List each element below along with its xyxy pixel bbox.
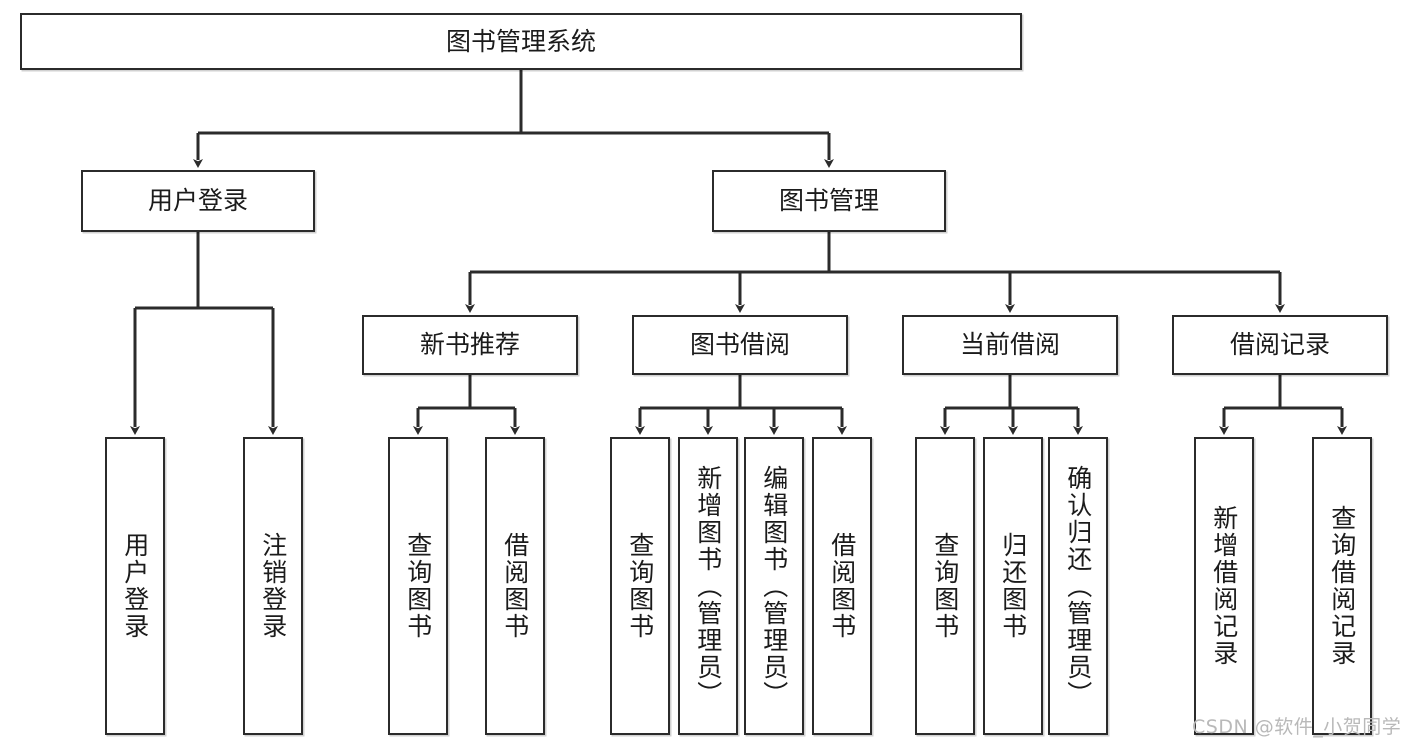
node-book-manage-label: 图书管理 xyxy=(778,186,879,216)
node-book-borrow[interactable]: 图书借阅 xyxy=(632,315,848,375)
node-new-book-rec[interactable]: 新书推荐 xyxy=(362,315,578,375)
node-leaf-borrow-book-rec[interactable]: 借阅图书 xyxy=(485,437,545,735)
node-leaf-query-book-bb-label: 查询图书 xyxy=(625,532,655,640)
node-leaf-query-book-cb[interactable]: 查询图书 xyxy=(915,437,975,735)
node-leaf-confirm-return-label: 确认归还（管理员） xyxy=(1063,464,1093,708)
node-borrow-record-label: 借阅记录 xyxy=(1229,330,1330,360)
node-leaf-borrow-book-rec-label: 借阅图书 xyxy=(500,532,530,640)
node-user-login[interactable]: 用户登录 xyxy=(81,170,315,232)
node-leaf-add-book[interactable]: 新增图书（管理员） xyxy=(678,437,738,735)
node-leaf-borrow-book-bb-label: 借阅图书 xyxy=(827,532,857,640)
node-borrow-record[interactable]: 借阅记录 xyxy=(1172,315,1388,375)
node-leaf-user-login-label: 用户登录 xyxy=(120,532,150,640)
node-root-label: 图书管理系统 xyxy=(445,26,596,56)
node-current-borrow[interactable]: 当前借阅 xyxy=(902,315,1118,375)
node-leaf-query-book-rec-label: 查询图书 xyxy=(403,532,433,640)
node-leaf-query-record-label: 查询借阅记录 xyxy=(1327,505,1357,667)
node-leaf-borrow-book-bb[interactable]: 借阅图书 xyxy=(812,437,872,735)
node-leaf-logout[interactable]: 注销登录 xyxy=(243,437,303,735)
node-leaf-query-book-rec[interactable]: 查询图书 xyxy=(388,437,448,735)
node-leaf-logout-label: 注销登录 xyxy=(258,532,288,640)
node-new-book-rec-label: 新书推荐 xyxy=(419,330,520,360)
node-leaf-confirm-return[interactable]: 确认归还（管理员） xyxy=(1048,437,1108,735)
node-current-borrow-label: 当前借阅 xyxy=(959,330,1060,360)
node-book-manage[interactable]: 图书管理 xyxy=(712,170,946,232)
node-leaf-return-book-label: 归还图书 xyxy=(998,532,1028,640)
node-leaf-edit-book-label: 编辑图书（管理员） xyxy=(759,464,789,708)
node-leaf-query-book-cb-label: 查询图书 xyxy=(930,532,960,640)
node-leaf-query-record[interactable]: 查询借阅记录 xyxy=(1312,437,1372,735)
node-leaf-user-login[interactable]: 用户登录 xyxy=(105,437,165,735)
node-leaf-edit-book[interactable]: 编辑图书（管理员） xyxy=(744,437,804,735)
node-leaf-add-record[interactable]: 新增借阅记录 xyxy=(1194,437,1254,735)
watermark-text: CSDN @软件_小贺同学 xyxy=(1192,716,1402,738)
node-leaf-return-book[interactable]: 归还图书 xyxy=(983,437,1043,735)
node-user-login-label: 用户登录 xyxy=(147,186,248,216)
node-leaf-add-record-label: 新增借阅记录 xyxy=(1209,505,1239,667)
node-leaf-query-book-bb[interactable]: 查询图书 xyxy=(610,437,670,735)
node-root[interactable]: 图书管理系统 xyxy=(20,13,1022,70)
node-book-borrow-label: 图书借阅 xyxy=(689,330,790,360)
node-leaf-add-book-label: 新增图书（管理员） xyxy=(693,464,723,708)
